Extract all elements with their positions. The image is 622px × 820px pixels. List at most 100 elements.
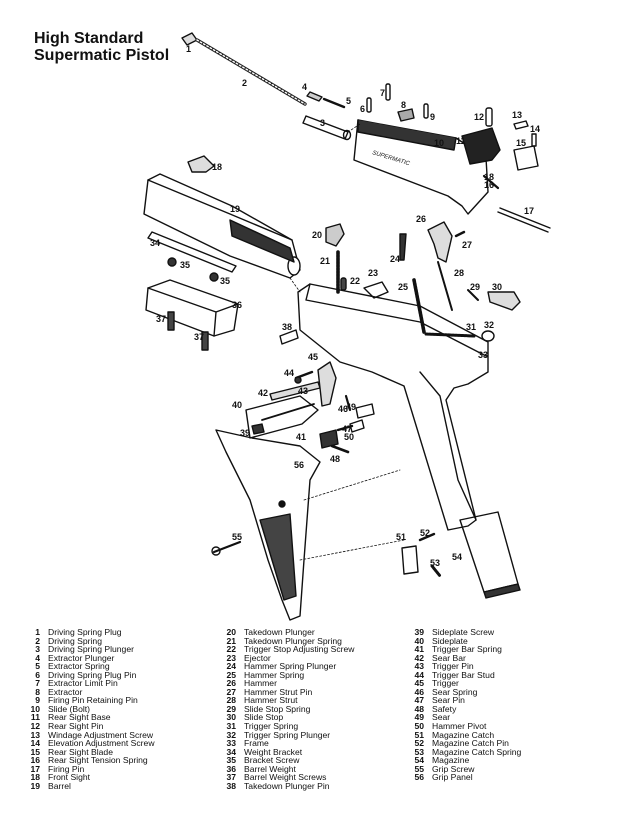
legend-part-number: 17 — [30, 763, 40, 774]
callout-12: 12 — [474, 112, 484, 122]
callout-13: 13 — [512, 110, 522, 120]
trigger-stop-adjusting-screw — [340, 277, 347, 291]
legend-part-name: Trigger Spring — [244, 721, 299, 732]
legend-part-number: 24 — [226, 661, 236, 672]
callout-36: 36 — [232, 300, 242, 310]
callout-4: 4 — [302, 82, 307, 92]
diagram-title: High Standard Supermatic Pistol — [34, 30, 169, 64]
callout-35-b: 35 — [220, 276, 230, 286]
legend-part-number: 33 — [226, 738, 236, 749]
barrel-shade — [229, 219, 295, 263]
sideplate-screw — [251, 423, 265, 435]
legend-part-name: Hammer Spring Plunger — [244, 661, 337, 672]
callout-52: 52 — [420, 528, 430, 538]
legend-part-number: 6 — [35, 669, 40, 680]
hammer-strut-pin — [454, 230, 466, 238]
legend-part-name: Slide (Bolt) — [48, 703, 91, 714]
callout-23: 23 — [368, 268, 378, 278]
legend-part-number: 23 — [226, 652, 236, 663]
driving-spring-coil — [196, 39, 306, 105]
legend-part-name: Rear Sight Base — [48, 712, 111, 723]
slide-stop — [487, 291, 521, 311]
legend-part-number: 12 — [30, 721, 40, 732]
legend-part-number: 4 — [35, 652, 40, 663]
legend-part-name: Firing Pin Retaining Pin — [48, 695, 138, 706]
legend-part-name: Sear Pin — [432, 695, 465, 706]
hammer — [427, 221, 453, 263]
legend-part-number: 34 — [226, 746, 236, 757]
extractor-spring — [322, 97, 346, 109]
exploded-parts-diagram: SUPERMATIC — [143, 32, 551, 621]
leader-slide — [347, 123, 361, 133]
callout-22: 22 — [350, 276, 360, 286]
callout-40: 40 — [232, 400, 242, 410]
barrel-rib — [147, 179, 293, 241]
callout-34: 34 — [150, 238, 160, 248]
takedown-plunger — [325, 223, 345, 247]
extractor-plunger — [306, 91, 323, 102]
legend-part-name: Trigger Bar Spring — [432, 644, 502, 655]
rear-sight-base — [461, 127, 501, 165]
legend-part-name: Hammer Strut Pin — [244, 686, 313, 697]
legend-row: 39 Sideplate Screw — [410, 628, 521, 637]
legend-part-number: 37 — [226, 772, 236, 783]
legend-part-number: 55 — [414, 763, 424, 774]
front-sight — [187, 155, 215, 173]
callout-53: 53 — [430, 558, 440, 568]
legend-part-name: Hammer — [244, 678, 277, 689]
trigger-bar-stud — [294, 376, 302, 384]
legend-part-name: Sideplate Screw — [432, 627, 495, 637]
frame-rail — [305, 283, 487, 357]
grip-panel — [215, 429, 321, 621]
callout-17: 17 — [524, 206, 534, 216]
legend-part-number: 27 — [226, 686, 236, 697]
magazine-catch-spring — [430, 564, 442, 578]
legend-part-number: 53 — [414, 746, 424, 757]
extractor — [397, 108, 415, 122]
legend-part-name: Front Sight — [48, 772, 91, 783]
callout-24: 24 — [390, 254, 400, 264]
sideplate — [245, 395, 319, 439]
legend-part-name: Hammer Spring — [244, 669, 305, 680]
legend-part-number: 51 — [414, 729, 424, 740]
callout-18-b: 18 — [484, 172, 494, 182]
legend-part-number: 39 — [414, 627, 424, 637]
firing-pin — [497, 207, 551, 233]
legend-part-number: 1 — [35, 627, 40, 637]
bracket-screw-b — [209, 272, 219, 282]
slide-marking: SUPERMATIC — [371, 150, 411, 167]
legend-part-number: 38 — [226, 780, 236, 791]
legend-part-name: Extractor Spring — [48, 661, 110, 672]
legend-part-name: Magazine — [432, 755, 470, 766]
legend-part-number: 46 — [414, 686, 424, 697]
barrel-weight-screw-a — [167, 311, 175, 331]
trigger-spring — [424, 332, 476, 338]
ejector — [363, 281, 389, 299]
leader-grip — [303, 469, 401, 501]
legend-part-number: 44 — [414, 669, 424, 680]
callout-19: 19 — [230, 204, 240, 214]
callout-31: 31 — [466, 322, 476, 332]
callout-15: 15 — [516, 138, 526, 148]
grip-screw-hole — [278, 500, 286, 508]
sear-pin — [336, 424, 354, 432]
legend-part-number: 45 — [414, 678, 424, 689]
magazine-catch-pin — [418, 532, 436, 542]
callout-45: 45 — [308, 352, 318, 362]
